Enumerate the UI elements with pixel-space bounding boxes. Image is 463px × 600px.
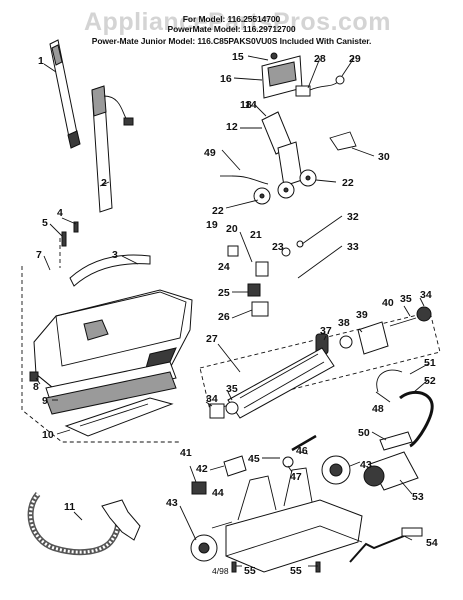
part-42 xyxy=(223,455,247,477)
callout-51: 51 xyxy=(424,357,436,369)
callout-37: 37 xyxy=(320,325,332,337)
callout-55b: 55 xyxy=(290,565,302,577)
callout-15: 15 xyxy=(232,51,244,63)
callout-35b: 35 xyxy=(226,383,238,395)
part-54 xyxy=(349,535,405,563)
part-handle-wand-2 xyxy=(91,85,134,213)
part-41 xyxy=(191,481,207,495)
callout-10: 10 xyxy=(42,429,54,441)
part-54-grip xyxy=(401,527,423,537)
callout-23: 23 xyxy=(272,241,284,253)
callout-21: 21 xyxy=(250,229,262,241)
part-brushroll-34-35 xyxy=(209,347,335,419)
callout-35a: 35 xyxy=(400,293,412,305)
part-fan-43 xyxy=(190,455,351,562)
part-50 xyxy=(379,431,413,451)
callout-33: 33 xyxy=(347,241,359,253)
callout-43a: 43 xyxy=(360,459,372,471)
part-hose-11 xyxy=(27,492,141,556)
part-clip-8 xyxy=(29,371,39,382)
callout-25: 25 xyxy=(218,287,230,299)
callout-5: 5 xyxy=(42,217,48,229)
callout-34a: 34 xyxy=(420,289,432,301)
date-code: 4/98 xyxy=(212,566,229,576)
callout-46: 46 xyxy=(296,445,308,457)
callout-11: 11 xyxy=(64,501,75,513)
callout-43b: 43 xyxy=(166,497,178,509)
callout-39: 39 xyxy=(356,309,368,321)
part-bottom-plate-10 xyxy=(64,397,174,437)
watermark: AppliancePartsPros.com xyxy=(84,8,391,36)
part-motor-top-16 xyxy=(261,52,303,99)
callout-44: 44 xyxy=(212,487,224,499)
callout-38: 38 xyxy=(338,317,350,329)
part-cord-28-29 xyxy=(295,75,345,97)
callout-30: 30 xyxy=(378,151,390,163)
part-wand-1 xyxy=(49,39,81,149)
callout-47: 47 xyxy=(290,471,302,483)
callout-9: 9 xyxy=(42,395,48,407)
callout-16: 16 xyxy=(220,73,232,85)
callout-29: 29 xyxy=(349,53,361,65)
callout-48: 48 xyxy=(372,403,384,415)
callout-4: 4 xyxy=(57,207,63,219)
callout-49: 49 xyxy=(204,147,216,159)
callout-55a: 55 xyxy=(244,565,256,577)
callout-50: 50 xyxy=(358,427,370,439)
callout-32: 32 xyxy=(347,211,359,223)
part-base-plate-9 xyxy=(45,361,177,415)
part-belt-48-52 xyxy=(376,369,434,448)
callout-20: 20 xyxy=(226,223,238,235)
part-47 xyxy=(282,456,294,468)
callout-34b: 34 xyxy=(206,393,218,405)
callout-1: 1 xyxy=(38,55,44,67)
callout-labels: 1 2 3 4 5 7 8 9 10 11 12 14 15 16 18 19 … xyxy=(33,51,438,577)
part-screws-4-5 xyxy=(61,221,79,247)
callout-28: 28 xyxy=(314,53,326,65)
callout-19: 19 xyxy=(206,219,218,231)
header-line-3: Power-Mate Junior Model: 116.C85PAKS0VU0… xyxy=(91,36,372,46)
part-screw-55b xyxy=(315,561,321,573)
part-base-44 xyxy=(225,467,363,573)
part-46 xyxy=(291,434,317,452)
callout-26: 26 xyxy=(218,311,230,323)
callout-12: 12 xyxy=(226,121,238,133)
callout-40: 40 xyxy=(382,297,394,309)
callout-7: 7 xyxy=(36,249,42,261)
callout-3: 3 xyxy=(112,249,118,261)
leader-lines xyxy=(35,55,429,567)
callout-24: 24 xyxy=(218,261,230,273)
callout-52: 52 xyxy=(424,375,436,387)
callout-22b: 22 xyxy=(212,205,224,217)
part-bumper-3 xyxy=(69,254,151,287)
callout-14: 14 xyxy=(245,99,257,111)
part-cord-49 xyxy=(231,175,269,185)
body-assembly-outline xyxy=(21,238,180,443)
callout-53: 53 xyxy=(412,491,424,503)
callout-54: 54 xyxy=(426,537,438,549)
part-arm-18 xyxy=(261,111,303,187)
callout-27: 27 xyxy=(206,333,218,345)
part-brushroll-end-37-40 xyxy=(315,306,432,355)
callout-41: 41 xyxy=(180,447,192,459)
header-line-1: For Model: 116.25514700 xyxy=(182,14,281,24)
callout-45: 45 xyxy=(248,453,260,465)
part-clip-30 xyxy=(329,131,357,151)
header-line-2: PowerMate Model: 116.29712700 xyxy=(167,24,296,34)
callout-8: 8 xyxy=(33,381,39,393)
callout-22a: 22 xyxy=(342,177,354,189)
part-motor-53 xyxy=(363,451,419,491)
part-switch-parts-19-33 xyxy=(227,240,304,317)
callout-2: 2 xyxy=(101,177,107,189)
callout-18: 18 xyxy=(240,99,252,111)
part-screw-55a xyxy=(231,561,237,573)
callout-42: 42 xyxy=(196,463,208,475)
brushroll-assembly-outline xyxy=(199,311,441,411)
